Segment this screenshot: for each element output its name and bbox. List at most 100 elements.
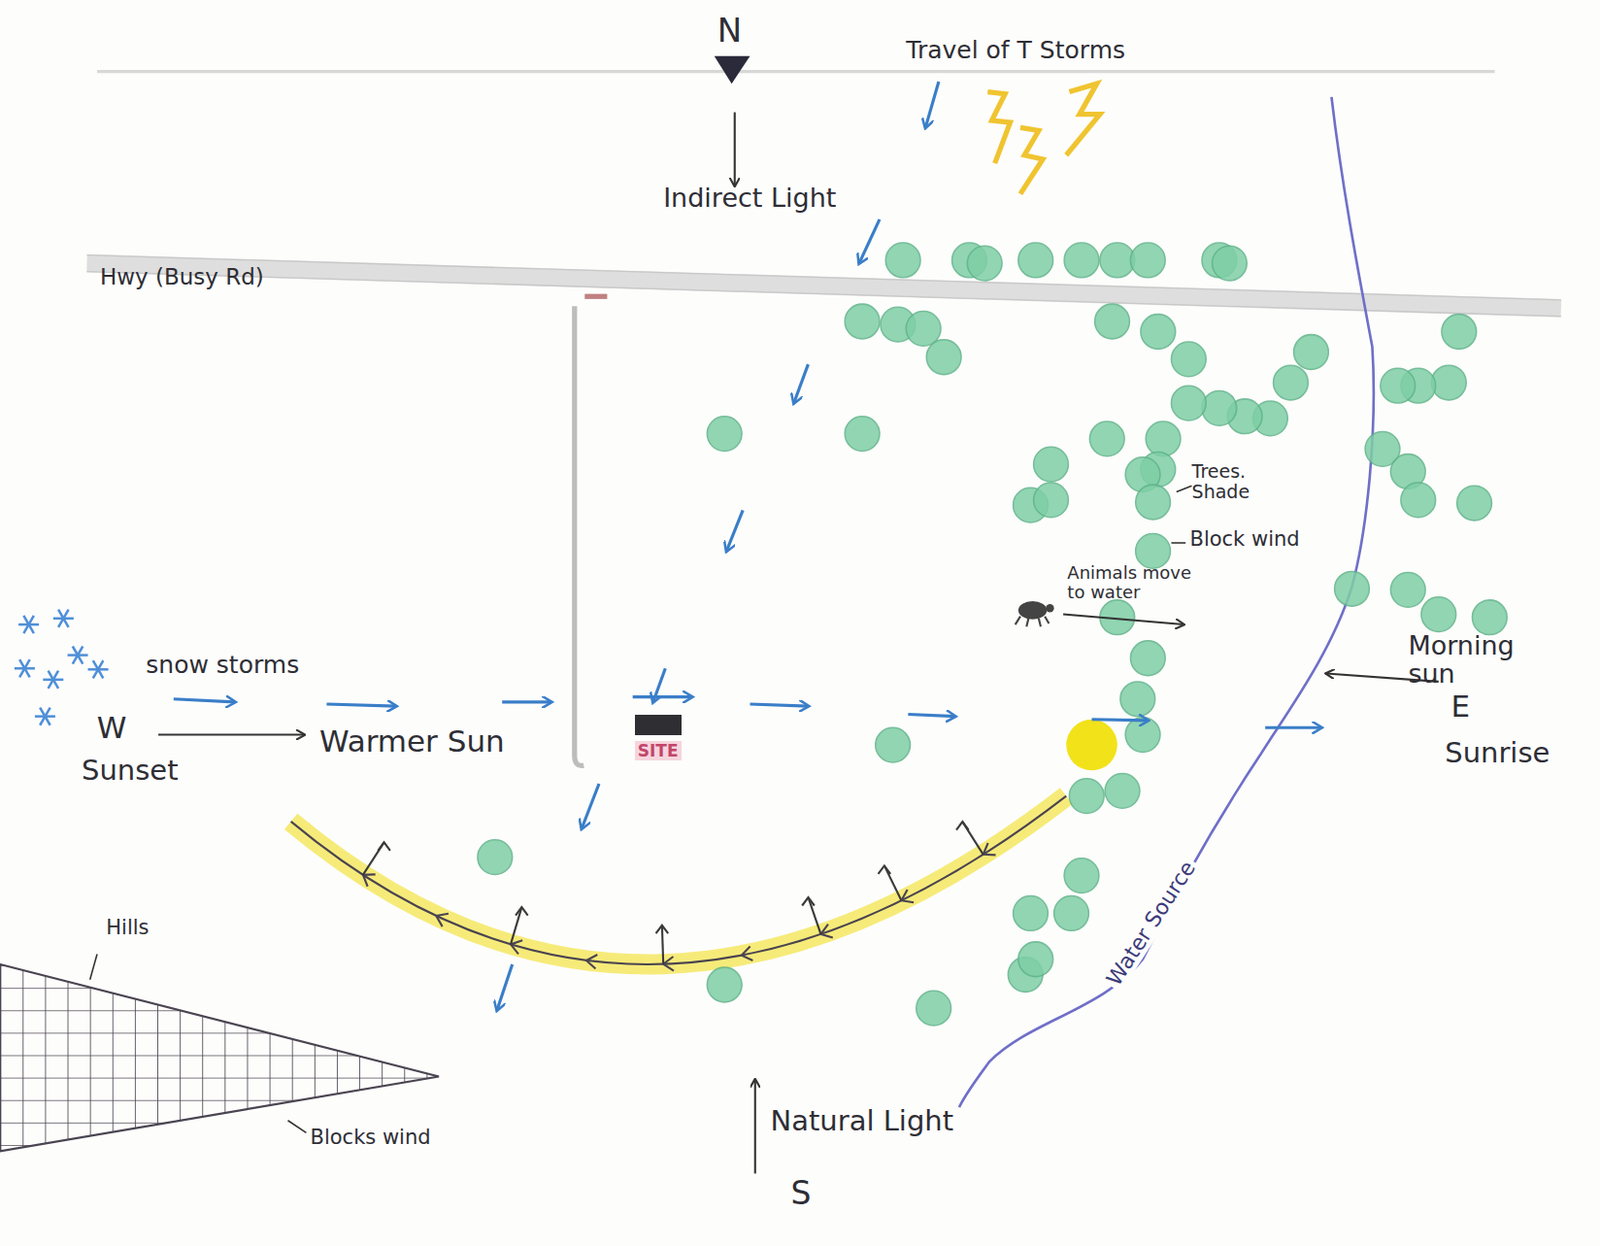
north-marker [714, 56, 751, 84]
snowflake [93, 660, 104, 678]
arrow [158, 733, 304, 736]
arrow [733, 112, 736, 187]
sun-ray [807, 897, 821, 934]
travel-chevron [435, 913, 449, 927]
wind-arrow [907, 714, 955, 717]
snowflake [23, 615, 34, 634]
sun [1066, 719, 1118, 771]
compass-north: N [717, 12, 742, 49]
light-note: Natural Light [770, 1105, 955, 1137]
tree [1013, 896, 1049, 932]
wind-arrow [326, 703, 396, 706]
wind-arrow [794, 364, 809, 403]
sun-ray [510, 906, 522, 944]
sun-ray [884, 865, 902, 900]
tree [885, 242, 921, 278]
snowflake [19, 659, 31, 677]
tree [926, 339, 962, 375]
border-line [97, 69, 1496, 73]
tree [1145, 421, 1181, 457]
tree [1400, 482, 1436, 518]
leader-line [288, 1120, 307, 1134]
travel-chevron [663, 956, 674, 971]
travel-chevron [510, 939, 523, 954]
wind-arrow [1265, 726, 1322, 730]
wind-arrow [501, 700, 551, 703]
tree [1064, 858, 1100, 894]
travel-chevron [900, 889, 914, 902]
tree [1135, 484, 1171, 520]
wind-arrow [653, 667, 667, 702]
snowflake [48, 670, 60, 689]
sun-ray-head [656, 925, 669, 934]
tree [706, 966, 742, 1002]
sun-ray [662, 925, 664, 965]
sun-note: Sunset [81, 755, 179, 787]
wind-arrow [633, 695, 693, 699]
travel-chevron [363, 873, 376, 886]
wind-arrow [1092, 719, 1149, 721]
tree [1120, 681, 1156, 717]
tree [1018, 242, 1054, 278]
sun-note: Morning sun [1407, 631, 1551, 689]
tree [1100, 242, 1135, 278]
tree [1018, 941, 1054, 977]
tree-note: Trees. Shade [1192, 461, 1290, 502]
tree [1294, 334, 1330, 370]
wind-arrow [925, 81, 939, 128]
sun-ray-head [956, 821, 969, 830]
travel-chevron [741, 946, 754, 961]
wind-arrow [859, 219, 880, 264]
light-note: Indirect Light [663, 183, 836, 213]
tree [706, 416, 742, 452]
sun-ray-head [377, 841, 391, 850]
snowflake [72, 645, 84, 664]
leader-line [1176, 485, 1193, 492]
sun-path [291, 796, 1067, 965]
tree [1441, 314, 1477, 350]
tree [1212, 245, 1248, 281]
tree [1380, 367, 1416, 403]
tree [1170, 385, 1206, 421]
tree [1064, 242, 1100, 278]
tree [1334, 570, 1370, 606]
sun-ray-head [801, 897, 815, 905]
tree [1390, 571, 1426, 607]
tree-note: Block wind [1189, 528, 1300, 551]
tree [875, 727, 911, 763]
snowflake [93, 660, 104, 678]
tree [1130, 640, 1166, 676]
animal-note: Animals move to water [1066, 563, 1210, 602]
wind-arrow [726, 509, 743, 551]
water-label: Water Source [1100, 854, 1202, 993]
leader-line [1170, 541, 1186, 544]
arrow [754, 1079, 757, 1174]
hills [0, 964, 439, 1151]
travel-chevron [586, 954, 598, 969]
tree [1471, 600, 1507, 635]
tree [1201, 390, 1237, 426]
wind-arrow [173, 699, 235, 702]
snowflake [72, 645, 84, 664]
water-source-creek [959, 97, 1374, 1107]
tree [1095, 303, 1131, 339]
tree [1054, 896, 1090, 932]
sun-ray-head [515, 906, 529, 915]
compass-east: E [1451, 689, 1471, 723]
site-label: SITE [634, 740, 682, 761]
hills-label: Hills [105, 916, 149, 939]
tree [1068, 778, 1104, 814]
hills-note: Blocks wind [310, 1126, 432, 1149]
tree [1273, 365, 1309, 400]
storm-note: snow storms [145, 651, 300, 679]
storm-note: Travel of T Storms [905, 36, 1126, 65]
tree [844, 416, 880, 452]
road-label: Hwy (Busy Rd) [100, 265, 265, 290]
sun-ray-head [878, 865, 892, 873]
tree [1140, 314, 1176, 350]
tree [477, 839, 513, 875]
animal-icon [1015, 600, 1055, 627]
highway-edge [87, 255, 1562, 317]
tree [844, 303, 880, 339]
